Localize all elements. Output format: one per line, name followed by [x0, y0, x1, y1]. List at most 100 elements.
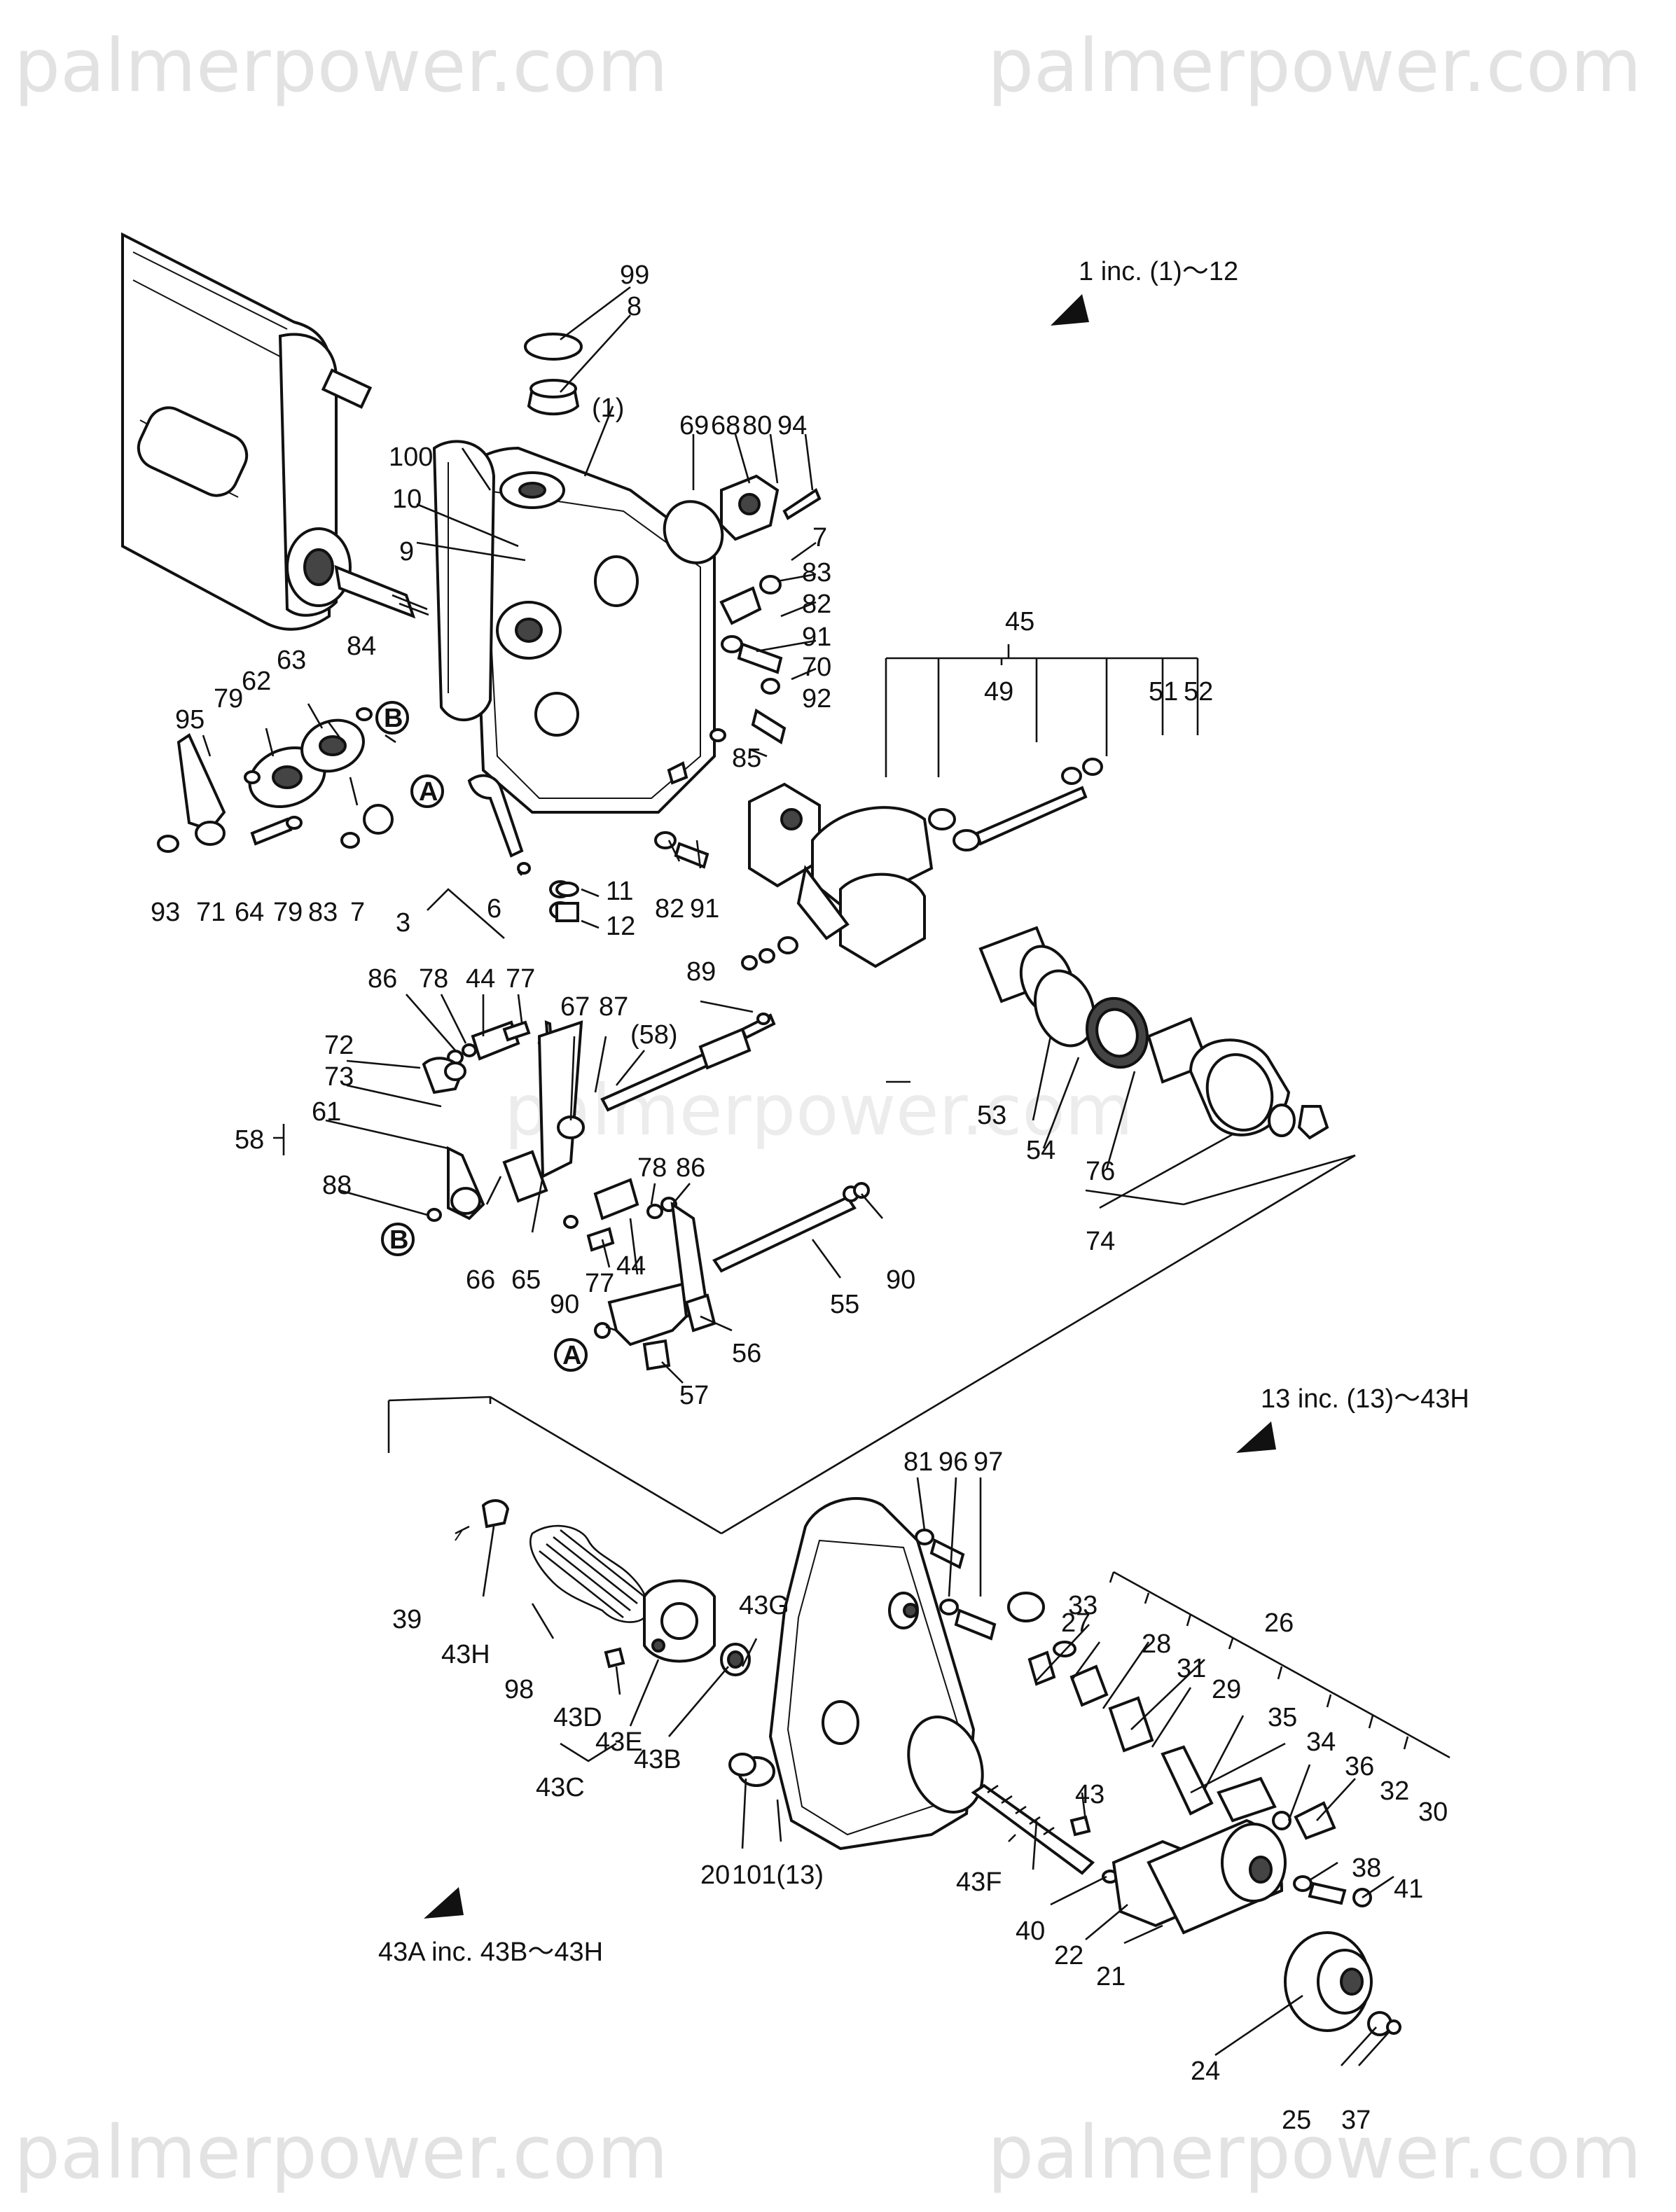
group-note-1: 1 inc. (1)～12	[1051, 257, 1238, 326]
ref-marker-b: B	[381, 1223, 415, 1256]
cover-21-22	[1111, 1818, 1372, 1935]
part-label: 43C	[536, 1773, 585, 1802]
watermark: palmerpower.com	[988, 23, 1642, 109]
group-note-43a: 43A inc. 43B～43H	[378, 1887, 603, 1967]
watermark: palmerpower.com	[14, 2110, 668, 2195]
svg-text:43A inc. 43B～43H: 43A inc. 43B～43H	[378, 1938, 603, 1967]
part-label: 34	[1306, 1727, 1336, 1757]
part-label: 43B	[634, 1745, 681, 1774]
part-label: 53	[977, 1101, 1006, 1130]
part-label: 93	[151, 898, 180, 927]
part-label: 26	[1264, 1608, 1294, 1638]
part-label: 80	[742, 411, 772, 440]
part-label: 41	[1394, 1874, 1423, 1904]
part-label: 101(13)	[732, 1860, 824, 1890]
part-label: 76	[1086, 1157, 1115, 1186]
part-label: 79	[273, 898, 303, 927]
part-label: 10	[392, 485, 422, 514]
part-label: 98	[504, 1675, 534, 1704]
part-label: 45	[1005, 607, 1034, 637]
part-label: 64	[235, 898, 264, 927]
part-label: 49	[984, 677, 1013, 707]
part-label: 70	[802, 653, 831, 682]
part-label: 37	[1341, 2106, 1371, 2135]
svg-text:13 inc. (13)～43H: 13 inc. (13)～43H	[1261, 1384, 1469, 1414]
part-label: 88	[322, 1171, 352, 1200]
part-label: 43F	[956, 1867, 1002, 1897]
part-label: 94	[777, 411, 807, 440]
part-label: 39	[392, 1605, 422, 1634]
part-label: 8	[627, 292, 642, 321]
part-label: 43H	[441, 1640, 490, 1669]
engine-block	[121, 232, 429, 631]
part-label: 84	[347, 632, 376, 661]
sleeve-bearing-set	[978, 926, 1329, 1140]
lower-housing-13	[737, 1497, 984, 1851]
part-label: 86	[368, 964, 397, 994]
part-label: 32	[1380, 1776, 1409, 1806]
part-label: 69	[679, 411, 709, 440]
part-label: 82	[802, 590, 831, 619]
part-label: 77	[585, 1269, 614, 1298]
part-label: 58	[235, 1125, 264, 1155]
part-label: 38	[1352, 1853, 1381, 1883]
part-label: 25	[1282, 2106, 1311, 2135]
part-label: 43D	[553, 1703, 602, 1732]
svg-text:1 inc. (1)～12: 1 inc. (1)～12	[1079, 257, 1238, 286]
part-label: 6	[487, 894, 501, 924]
part-label: 54	[1026, 1136, 1055, 1165]
part-label: 31	[1177, 1654, 1206, 1683]
part-label: 51	[1149, 677, 1178, 707]
governor-weight-assembly	[741, 758, 1103, 971]
part-label: 57	[679, 1381, 709, 1410]
part-label: 55	[830, 1290, 859, 1319]
part-label: 74	[1086, 1227, 1115, 1256]
part-label: 35	[1268, 1703, 1297, 1732]
svg-text:A: A	[419, 777, 438, 807]
watermark: palmerpower.com	[988, 2110, 1642, 2195]
linkage-lower	[563, 1178, 870, 1371]
part-label: 7	[350, 898, 365, 927]
shaft-43f	[971, 1783, 1119, 1884]
part-label: 52	[1184, 677, 1213, 707]
part-label: 63	[277, 646, 306, 675]
part-label: 65	[511, 1265, 541, 1295]
part-label: 24	[1191, 2057, 1220, 2086]
part-label: 30	[1418, 1797, 1448, 1827]
part-label: 36	[1345, 1752, 1374, 1781]
svg-text:B: B	[384, 704, 403, 733]
part-label: 90	[886, 1265, 915, 1295]
part-label: 33	[1068, 1591, 1097, 1620]
part-label: (58)	[630, 1020, 678, 1050]
part-label: 40	[1016, 1917, 1045, 1946]
governor-spring-set	[455, 1499, 751, 1676]
part-label: 78	[419, 964, 448, 994]
shaft-pin-3	[467, 774, 531, 875]
svg-text:B: B	[389, 1225, 408, 1255]
part-label: 79	[214, 684, 243, 714]
part-label: 83	[802, 558, 831, 587]
lever-assembly-left	[157, 707, 394, 853]
part-label: 83	[308, 898, 338, 927]
part-label: 86	[676, 1153, 705, 1183]
part-label: 66	[466, 1265, 495, 1295]
part-label: 97	[974, 1447, 1003, 1477]
cover-plate-68	[663, 474, 822, 564]
svg-text:A: A	[562, 1341, 581, 1370]
part-label: 62	[242, 667, 271, 696]
part-label: 43E	[595, 1727, 643, 1757]
o-ring-99	[524, 333, 583, 361]
part-label: 43	[1075, 1780, 1104, 1809]
part-label: 9	[399, 537, 414, 566]
ref-marker-a: A	[554, 1338, 588, 1372]
plug-11-12	[555, 882, 579, 922]
part-label: (1)	[592, 394, 624, 423]
part-label: 85	[732, 744, 761, 773]
part-label: 29	[1212, 1675, 1241, 1704]
part-label: 90	[550, 1290, 579, 1319]
ref-marker-b: B	[375, 701, 409, 735]
part-label: 77	[506, 964, 535, 994]
part-label: 81	[903, 1447, 933, 1477]
part-label: 78	[637, 1153, 667, 1183]
